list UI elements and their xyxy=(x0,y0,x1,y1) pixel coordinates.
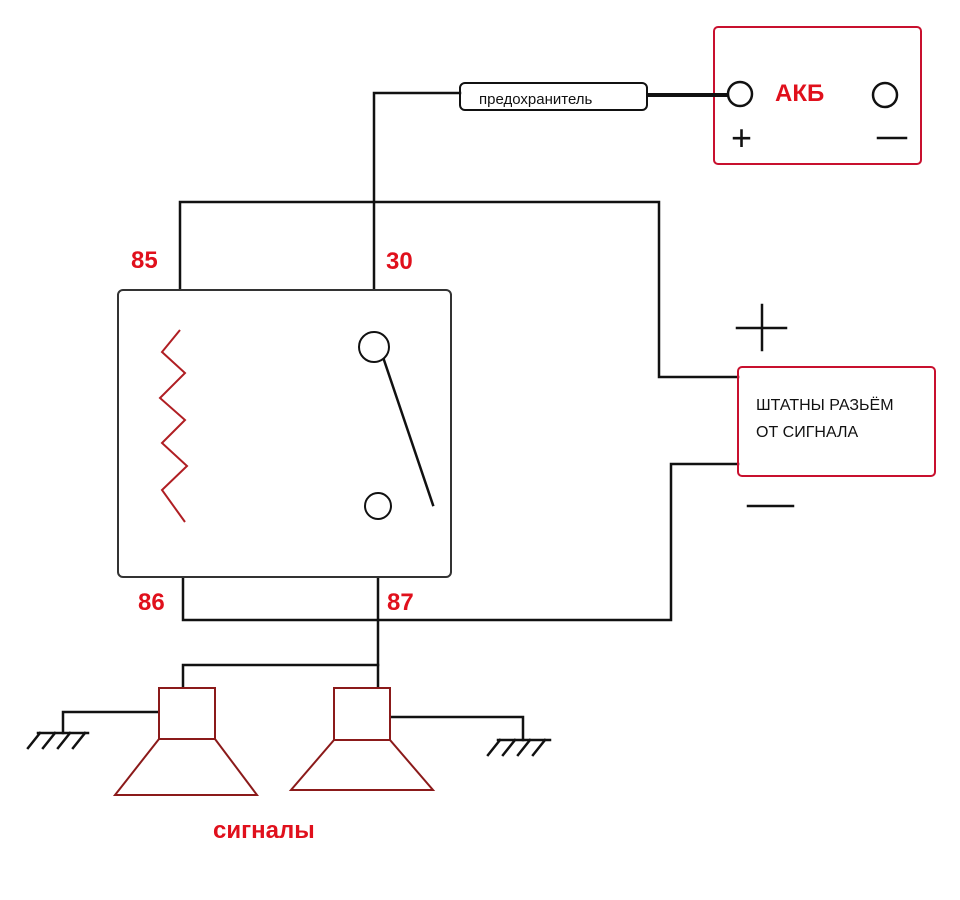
battery-plus-sign: + xyxy=(731,117,752,158)
signal-connector: ШТАТНЫ РАЗЬЁМ ОТ СИГНАЛА xyxy=(735,303,936,508)
wire-horn1-feed xyxy=(181,663,380,690)
wire-horn1-ground xyxy=(61,710,161,735)
relay-switch-arm xyxy=(382,358,435,507)
horn-left-driver xyxy=(158,687,216,740)
ground-right-icon xyxy=(486,738,552,757)
connector-box xyxy=(737,366,936,477)
battery: АКБ + xyxy=(713,26,922,165)
horn-left xyxy=(112,687,259,796)
battery-label: АКБ xyxy=(775,80,824,107)
connector-line1: ШТАТНЫ РАЗЬЁМ xyxy=(756,396,894,414)
wire-85-connector-plus xyxy=(178,200,740,379)
horns-label: сигналы xyxy=(213,817,315,844)
horn-left-cone xyxy=(112,738,259,796)
fuse: предохранитель xyxy=(459,82,648,111)
relay-body xyxy=(117,289,452,578)
connector-line2: ОТ СИГНАЛА xyxy=(756,424,858,441)
relay-coil xyxy=(158,329,189,523)
pin-87-label: 87 xyxy=(387,589,414,616)
wire-86-connector-minus xyxy=(181,462,740,622)
horn-right-cone xyxy=(288,739,436,791)
battery-plus-terminal xyxy=(726,80,754,108)
wire-fuse-pin30 xyxy=(372,91,462,336)
pin-86-label: 86 xyxy=(138,589,165,616)
horn-right-driver xyxy=(333,687,391,741)
pin-85-label: 85 xyxy=(131,247,158,274)
relay xyxy=(117,289,452,578)
pin-30-label: 30 xyxy=(386,248,413,275)
relay-contact-30 xyxy=(358,331,390,363)
horn-right xyxy=(288,687,436,791)
battery-minus-terminal xyxy=(871,81,899,109)
wire-horn2-ground xyxy=(388,715,525,742)
fuse-label: предохранитель xyxy=(479,91,593,108)
ground-left-icon xyxy=(26,731,90,750)
wires xyxy=(61,91,740,742)
relay-contact-87 xyxy=(364,492,392,520)
